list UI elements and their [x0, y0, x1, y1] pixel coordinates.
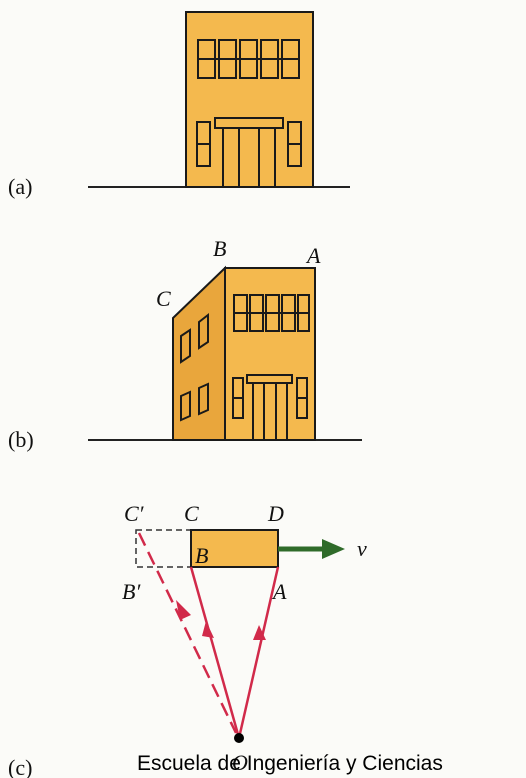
- door: [222, 127, 276, 188]
- label-b-B: B: [213, 236, 226, 261]
- label-c-B-prime: B′: [122, 579, 141, 604]
- ray-arrow-head: [176, 600, 191, 620]
- label-c-C: C: [184, 501, 199, 526]
- label-c-D: D: [267, 501, 284, 526]
- ray-A-O: [237, 566, 280, 739]
- label-c-A: A: [271, 579, 287, 604]
- label-c-B: B: [195, 543, 208, 568]
- ray-B-prime-O-dashed: [137, 532, 238, 734]
- building-b-upper-windows: [233, 294, 310, 332]
- panel-c-label: (c): [8, 755, 32, 778]
- panel-c: (c) C′ C D B B′ A v O: [8, 501, 367, 778]
- label-velocity: v: [357, 536, 367, 561]
- panel-b: (b): [8, 236, 362, 452]
- door-canopy: [246, 374, 293, 384]
- door: [252, 382, 288, 441]
- panel-a-label: (a): [8, 174, 32, 199]
- building-b: [172, 265, 316, 441]
- label-b-A: A: [305, 243, 321, 268]
- ray-arrow-head: [253, 625, 266, 640]
- panel-a: (a): [8, 11, 350, 199]
- building-b-side-windows: [180, 312, 209, 422]
- building-a-upper-windows: [197, 39, 300, 79]
- ray-B-O: [189, 566, 241, 739]
- building-a: [185, 11, 314, 188]
- ray-arrow-head: [202, 621, 214, 638]
- door-canopy: [214, 117, 284, 129]
- label-b-C: C: [156, 286, 171, 311]
- panel-b-label: (b): [8, 427, 34, 452]
- building-c-roof: [190, 529, 279, 568]
- building-c-prior-position: [135, 529, 192, 568]
- caption: Escuela de Ingeniería y Ciencias: [137, 752, 443, 775]
- observer-point: [234, 733, 244, 743]
- label-c-O: O: [232, 750, 248, 775]
- velocity-arrow-head: [322, 539, 345, 559]
- label-c-C-prime: C′: [124, 501, 145, 526]
